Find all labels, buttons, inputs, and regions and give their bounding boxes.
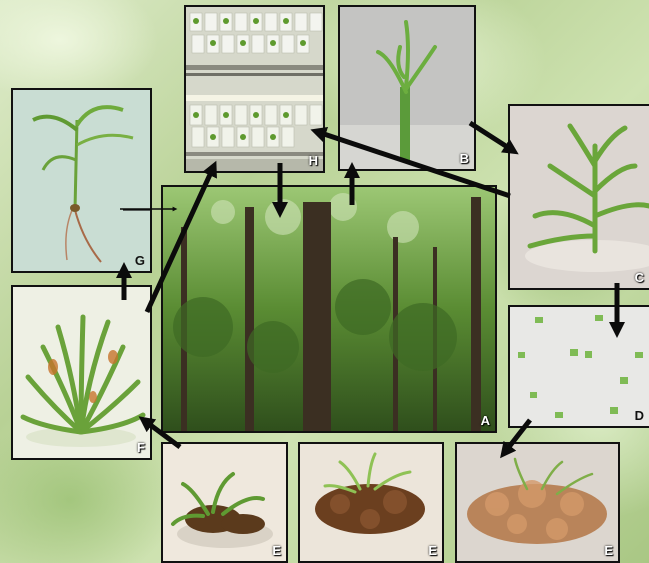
panel-f-label: F — [137, 440, 145, 455]
panel-e2-label: E — [428, 543, 437, 558]
panel-g-rooted-shoot: G — [11, 88, 152, 273]
callus-image-2 — [300, 444, 442, 561]
panel-d-label: D — [635, 408, 644, 423]
callus-image-3 — [457, 444, 618, 561]
explant-image — [340, 7, 474, 169]
panel-e3-callus: E — [455, 442, 620, 563]
panel-f-shoot-cluster: F — [11, 285, 152, 460]
panel-c-elongated-shoot: C — [508, 104, 649, 290]
panel-e2-callus: E — [298, 442, 444, 563]
panel-e3-label: E — [604, 543, 613, 558]
forest-image — [163, 187, 495, 431]
panel-g-label: G — [135, 253, 145, 268]
callus-image-1 — [163, 444, 286, 561]
panel-b-label: B — [460, 151, 469, 166]
panel-c-label: C — [635, 270, 644, 285]
panel-e1-label: E — [272, 543, 281, 558]
shoot-cluster-image — [13, 287, 150, 458]
panel-h-culture-shelves: H — [184, 5, 325, 173]
rooted-shoot-image — [13, 90, 150, 271]
culture-shelves-image — [186, 7, 323, 171]
panel-d-nodal-segments: D — [508, 305, 649, 428]
panel-e1-callus: E — [161, 442, 288, 563]
panel-a-label: A — [481, 413, 490, 428]
panel-h-label: H — [309, 153, 318, 168]
panel-b-explant: B — [338, 5, 476, 171]
elongated-shoot-image — [510, 106, 649, 288]
panel-a-forest: A — [161, 185, 497, 433]
nodal-segments-image — [510, 307, 649, 426]
